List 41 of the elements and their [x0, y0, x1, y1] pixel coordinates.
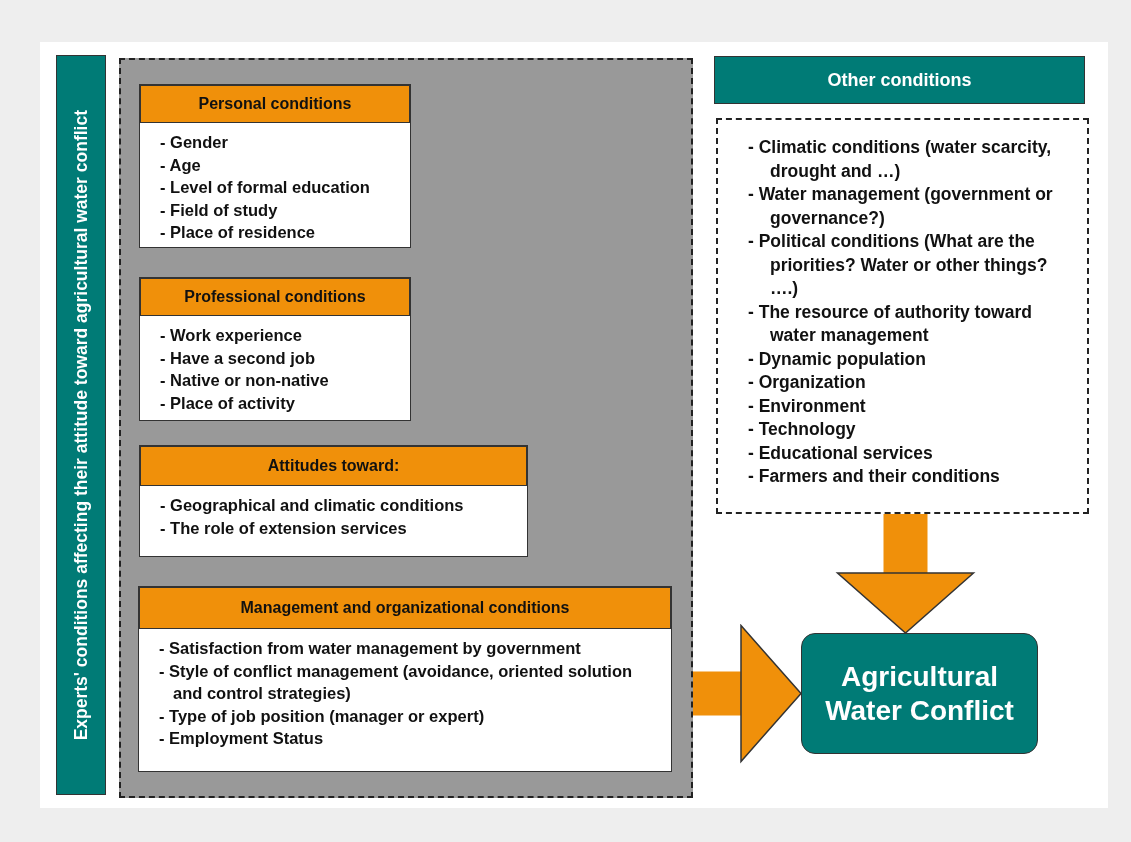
group-panel: [119, 58, 693, 798]
section-header: Other conditions: [714, 56, 1085, 104]
list-item: - Dynamic population: [748, 347, 927, 371]
list-item: - Native or non-native: [160, 370, 330, 391]
condition-card: [139, 84, 411, 248]
list-item: - Employment Status: [159, 728, 325, 749]
condition-card: [139, 445, 528, 557]
list-item: - The role of extension services: [160, 517, 408, 539]
list-item: - Age: [160, 154, 202, 176]
list-item: - Place of activity: [160, 392, 296, 414]
list-item: - Organization: [748, 371, 867, 394]
list-item: - Satisfaction from water management by government: [159, 638, 582, 659]
list-item: - Technology: [748, 418, 857, 441]
result-box: Agricultural Water Conflict: [801, 633, 1038, 754]
list-item: - Have a second job: [160, 347, 316, 369]
list-item: - Style of conflict management (avoidance, oriented solution and control strategies): [159, 660, 634, 704]
list-item: - Environment: [748, 394, 867, 418]
card-header: Professional conditions: [140, 278, 410, 316]
list-item: - Political conditions (What are the priorities? Water or other things? ….): [748, 230, 1049, 300]
list-item: - Work experience: [160, 325, 303, 346]
list-item: - Climatic conditions (water scarcity, drought and …): [748, 136, 1053, 183]
list-item: - Farmers and their conditions: [748, 465, 1001, 488]
condition-card: [139, 277, 411, 421]
block-arrow: [693, 624, 802, 763]
list-item: - Field of study: [160, 199, 279, 221]
condition-card: [138, 586, 672, 772]
list-item: - Gender: [160, 132, 229, 153]
card-header: Personal conditions: [140, 85, 410, 123]
list-item: - Place of residence: [160, 222, 316, 243]
side-banner: [56, 55, 106, 795]
list-item: - The resource of authority toward water management: [748, 300, 1033, 347]
list-item: - Type of job position (manager or expert): [159, 705, 486, 727]
card-header: Management and organizational conditions: [139, 587, 671, 629]
card-header: Attitudes toward:: [140, 446, 527, 486]
list-item: - Level of formal education: [160, 177, 371, 198]
condition-list-box: [716, 118, 1089, 514]
list-item: - Water management (government or governance?): [748, 183, 1054, 230]
banner-title: Experts' conditions affecting their attitude toward agricultural water conflict: [70, 109, 92, 741]
list-item: - Geographical and climatic conditions: [160, 495, 465, 516]
block-arrow: [836, 514, 975, 634]
list-item: - Educational services: [748, 441, 934, 465]
